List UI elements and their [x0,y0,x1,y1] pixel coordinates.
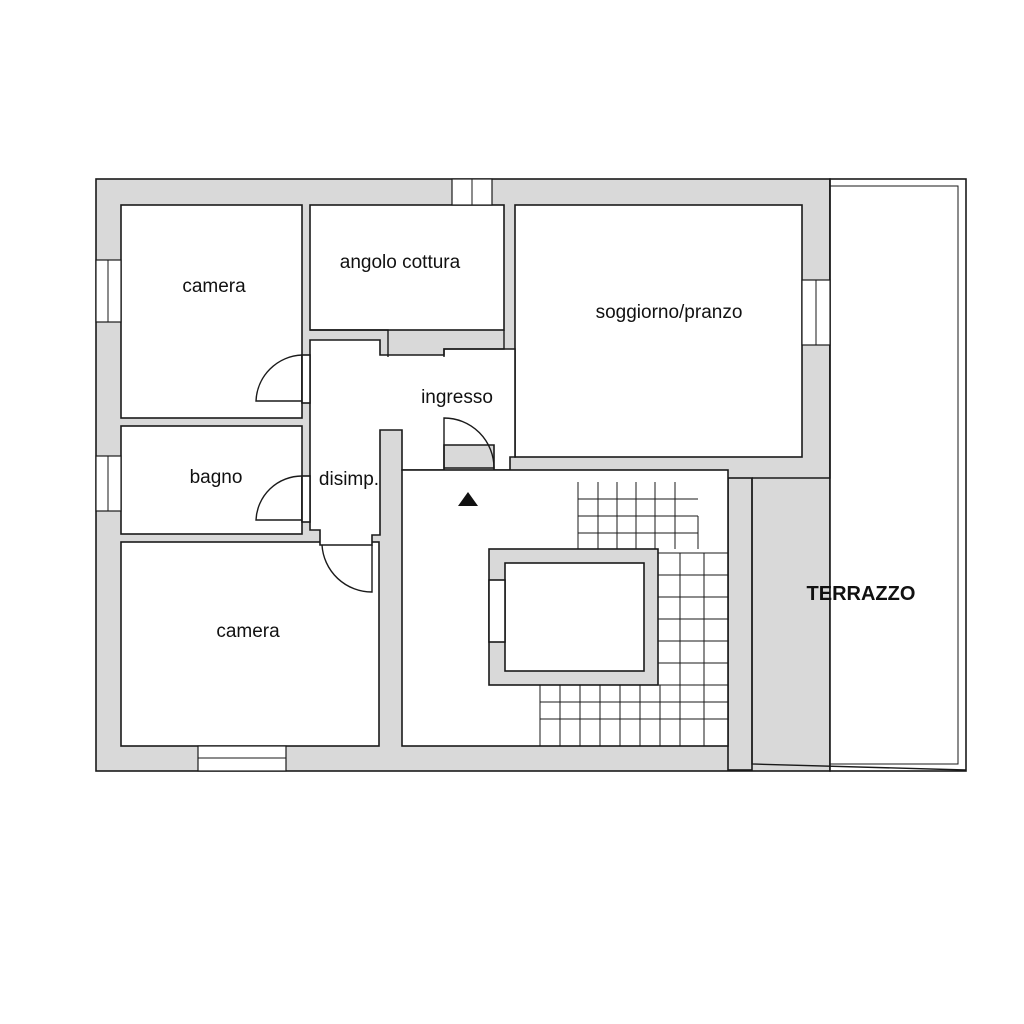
windows [95,178,831,772]
label-terrazzo: TERRAZZO [807,583,916,605]
door-ingresso [443,417,495,469]
stair-treads-top [577,482,699,549]
label-angolo-cottura: angolo cottura [340,252,461,273]
stair-treads-right [658,552,728,685]
label-soggiorno-pranzo: soggiorno/pranzo [596,302,743,323]
label-ingresso: ingresso [421,387,493,408]
room-angolo-cottura [309,204,505,331]
label-camera-top: camera [182,276,246,297]
label-bagno: bagno [190,467,243,488]
stair-well-notch [488,579,506,643]
stair-treads-bottom [539,684,728,746]
room-camera-top [120,204,303,419]
door-bagno [255,475,303,521]
kitchen-opening [310,329,505,357]
door-camera-bottom [321,544,373,593]
label-disimp: disimp. [319,469,379,490]
terrace-outline [829,178,967,772]
stair-right-wall [727,477,753,771]
terrace-edge [751,179,967,771]
room-bagno [120,425,303,535]
room-camera-bottom [120,541,380,747]
stair-well [504,562,645,672]
up-arrow-icon [458,492,478,506]
doors [255,354,495,593]
door-camera-top [255,354,303,402]
label-camera-bottom: camera [216,621,280,642]
room-soggiorno-pranzo [514,204,803,458]
